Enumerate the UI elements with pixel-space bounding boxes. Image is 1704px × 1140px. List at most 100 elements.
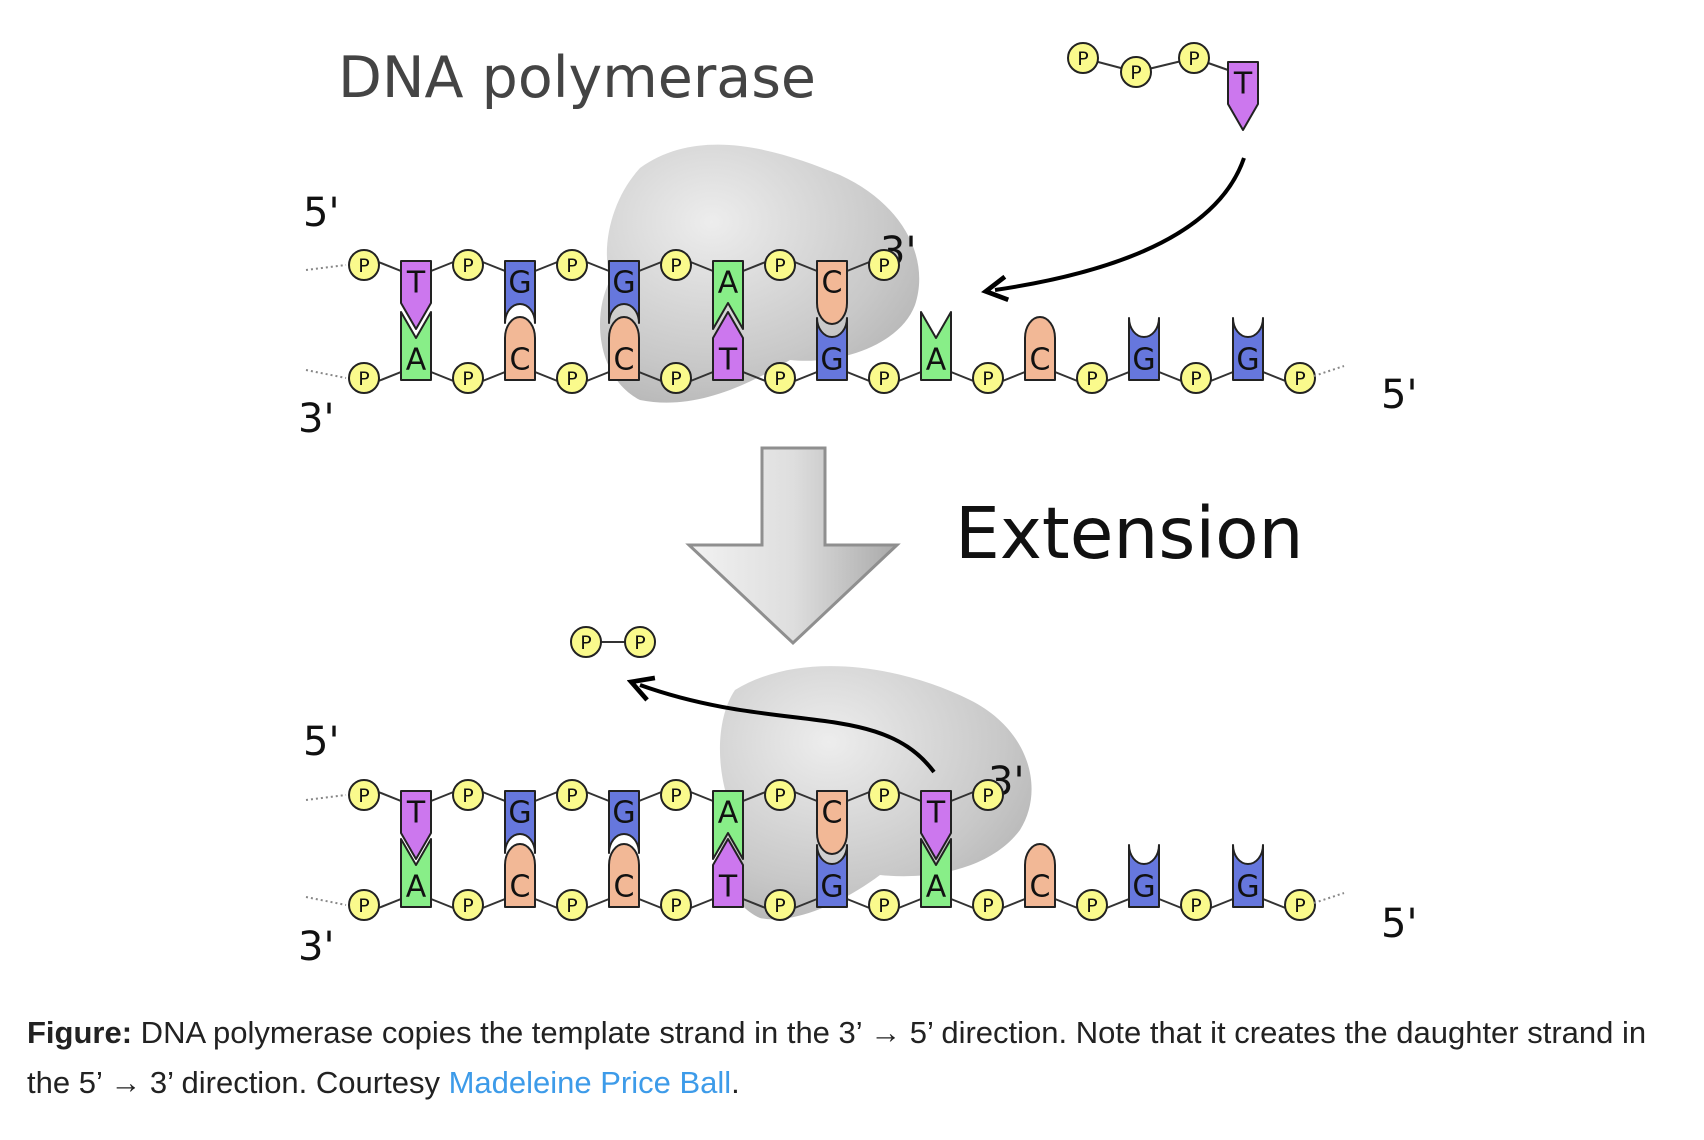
diagram-title: DNA polymerase — [338, 45, 816, 111]
extension-arrow-icon — [685, 446, 901, 646]
after-top-base-5: T — [920, 790, 952, 860]
after-bottom-base-1-letter: C — [510, 870, 531, 905]
before-bottom-base-2: C — [608, 316, 640, 381]
before-top-phosphate-1-label: P — [462, 255, 473, 277]
after-top-phosphate-3-label: P — [670, 785, 681, 807]
after-bottom-phosphate-1: P — [452, 889, 484, 921]
after-top-phosphate-5-label: P — [878, 785, 889, 807]
after-bottom-phosphate-0-label: P — [358, 895, 369, 917]
before-bottom-base-1: C — [504, 316, 536, 381]
figure-caption: Figure: DNA polymerase copies the templa… — [27, 1008, 1687, 1108]
after-bottom-base-1: C — [504, 843, 536, 908]
after-bottom-base-0: A — [400, 838, 432, 908]
before-top-base-1-letter: G — [508, 266, 531, 301]
before-bottom-phosphate-3-label: P — [670, 368, 681, 390]
before-bottom-base-4-letter: G — [820, 343, 843, 378]
before-bottom-phosphate-0-label: P — [358, 368, 369, 390]
after-bottom-base-7-letter: G — [1132, 870, 1155, 905]
before-bottom-phosphate-5-label: P — [878, 368, 889, 390]
before-bottom-base-8-letter: G — [1236, 343, 1259, 378]
before-bottom-base-8: G — [1232, 317, 1264, 381]
after-bottom-phosphate-8: P — [1180, 889, 1212, 921]
caption-author-link[interactable]: Madeleine Price Ball — [448, 1065, 732, 1100]
five-prime-label-end-panel1: 5' — [1381, 372, 1417, 418]
before-bottom-phosphate-7-label: P — [1086, 368, 1097, 390]
before-bottom-phosphate-4: P — [764, 362, 796, 394]
incoming-nucleotide-arrow — [995, 157, 1246, 290]
before-bottom-base-6: C — [1024, 316, 1056, 381]
before-bottom-phosphate-9: P — [1284, 362, 1316, 394]
after-top-base-1-letter: G — [508, 796, 531, 831]
after-top-phosphate-6: P — [972, 779, 1004, 811]
before-top-base-3: A — [712, 260, 744, 330]
before-bottom-phosphate-2-label: P — [566, 368, 577, 390]
before-bottom-phosphate-2: P — [556, 362, 588, 394]
before-bottom-phosphate-8: P — [1180, 362, 1212, 394]
after-bottom-base-4: G — [816, 844, 848, 908]
after-top-phosphate-1: P — [452, 779, 484, 811]
after-bottom-base-5-letter: A — [926, 870, 947, 905]
after-bottom-phosphate-3: P — [660, 889, 692, 921]
before-top-base-2-letter: G — [612, 266, 635, 301]
after-bottom-phosphate-8-label: P — [1190, 895, 1201, 917]
after-bottom-base-2-letter: C — [614, 870, 635, 905]
after-top-phosphate-0-label: P — [358, 785, 369, 807]
before-bottom-base-0: A — [400, 311, 432, 381]
before-top-phosphate-0: P — [348, 249, 380, 281]
before-top-base-4-letter: C — [822, 266, 843, 301]
before-top-phosphate-5-label: P — [878, 255, 889, 277]
before-bottom-base-2-letter: C — [614, 343, 635, 378]
incoming-base-letter: T — [1233, 67, 1253, 102]
before-bottom-phosphate-3: P — [660, 362, 692, 394]
after-bottom-phosphate-6: P — [972, 889, 1004, 921]
after-bottom-base-6: C — [1024, 843, 1056, 908]
after-bottom-phosphate-4-label: P — [774, 895, 785, 917]
before-bottom-base-7-letter: G — [1132, 343, 1155, 378]
before-bottom-phosphate-9-label: P — [1294, 368, 1305, 390]
before-bottom-base-1-letter: C — [510, 343, 531, 378]
incoming-phosphate-2: P — [1178, 42, 1210, 74]
before-bottom-base-3: T — [712, 311, 744, 381]
before-bottom-phosphate-7: P — [1076, 362, 1108, 394]
caption-text: DNA polymerase copies the template stran… — [27, 1015, 1647, 1100]
before-top-phosphate-5: P — [868, 249, 900, 281]
after-bottom-base-7: G — [1128, 844, 1160, 908]
after-bottom-base-8: G — [1232, 844, 1264, 908]
after-bottom-base-4-letter: G — [820, 870, 843, 905]
five-prime-label-top-panel2: 5' — [303, 719, 339, 765]
three-prime-label-bottom-panel2: 3' — [298, 924, 334, 970]
incoming-phosphate-0: P — [1067, 42, 1099, 74]
after-top-phosphate-2: P — [556, 779, 588, 811]
after-top-base-4-letter: C — [822, 796, 843, 831]
before-bottom-phosphate-0: P — [348, 362, 380, 394]
pyrophosphate-1-label: P — [634, 632, 645, 654]
before-bottom-base-6-letter: C — [1030, 343, 1051, 378]
after-bottom-base-3: T — [712, 838, 744, 908]
incoming-phosphate-2-label: P — [1188, 48, 1199, 70]
dna-replication-diagram: DNA polymerase Extension 5' 3' 3' 5' 5' … — [298, 42, 1417, 970]
before-bottom-base-4: G — [816, 317, 848, 381]
before-bottom-base-7: G — [1128, 317, 1160, 381]
before-top-phosphate-4: P — [764, 249, 796, 281]
after-bottom-base-8-letter: G — [1236, 870, 1259, 905]
after-top-base-0-letter: T — [406, 796, 426, 831]
before-bottom-base-5: A — [920, 311, 952, 381]
before-bottom-base-0-letter: A — [406, 343, 427, 378]
caption-end: . — [731, 1065, 740, 1100]
before-bottom-phosphate-6: P — [972, 362, 1004, 394]
after-bottom-base-0-letter: A — [406, 870, 427, 905]
after-top-base-1: G — [504, 790, 536, 854]
caption-label: Figure: — [27, 1015, 133, 1050]
after-bottom-phosphate-6-label: P — [982, 895, 993, 917]
before-top-phosphate-0-label: P — [358, 255, 369, 277]
before-top-phosphate-2: P — [556, 249, 588, 281]
after-bottom-phosphate-7: P — [1076, 889, 1108, 921]
before-top-base-1: G — [504, 260, 536, 324]
incoming-base: T — [1227, 61, 1259, 131]
before-top-base-0: T — [400, 260, 432, 330]
after-bottom-phosphate-7-label: P — [1086, 895, 1097, 917]
